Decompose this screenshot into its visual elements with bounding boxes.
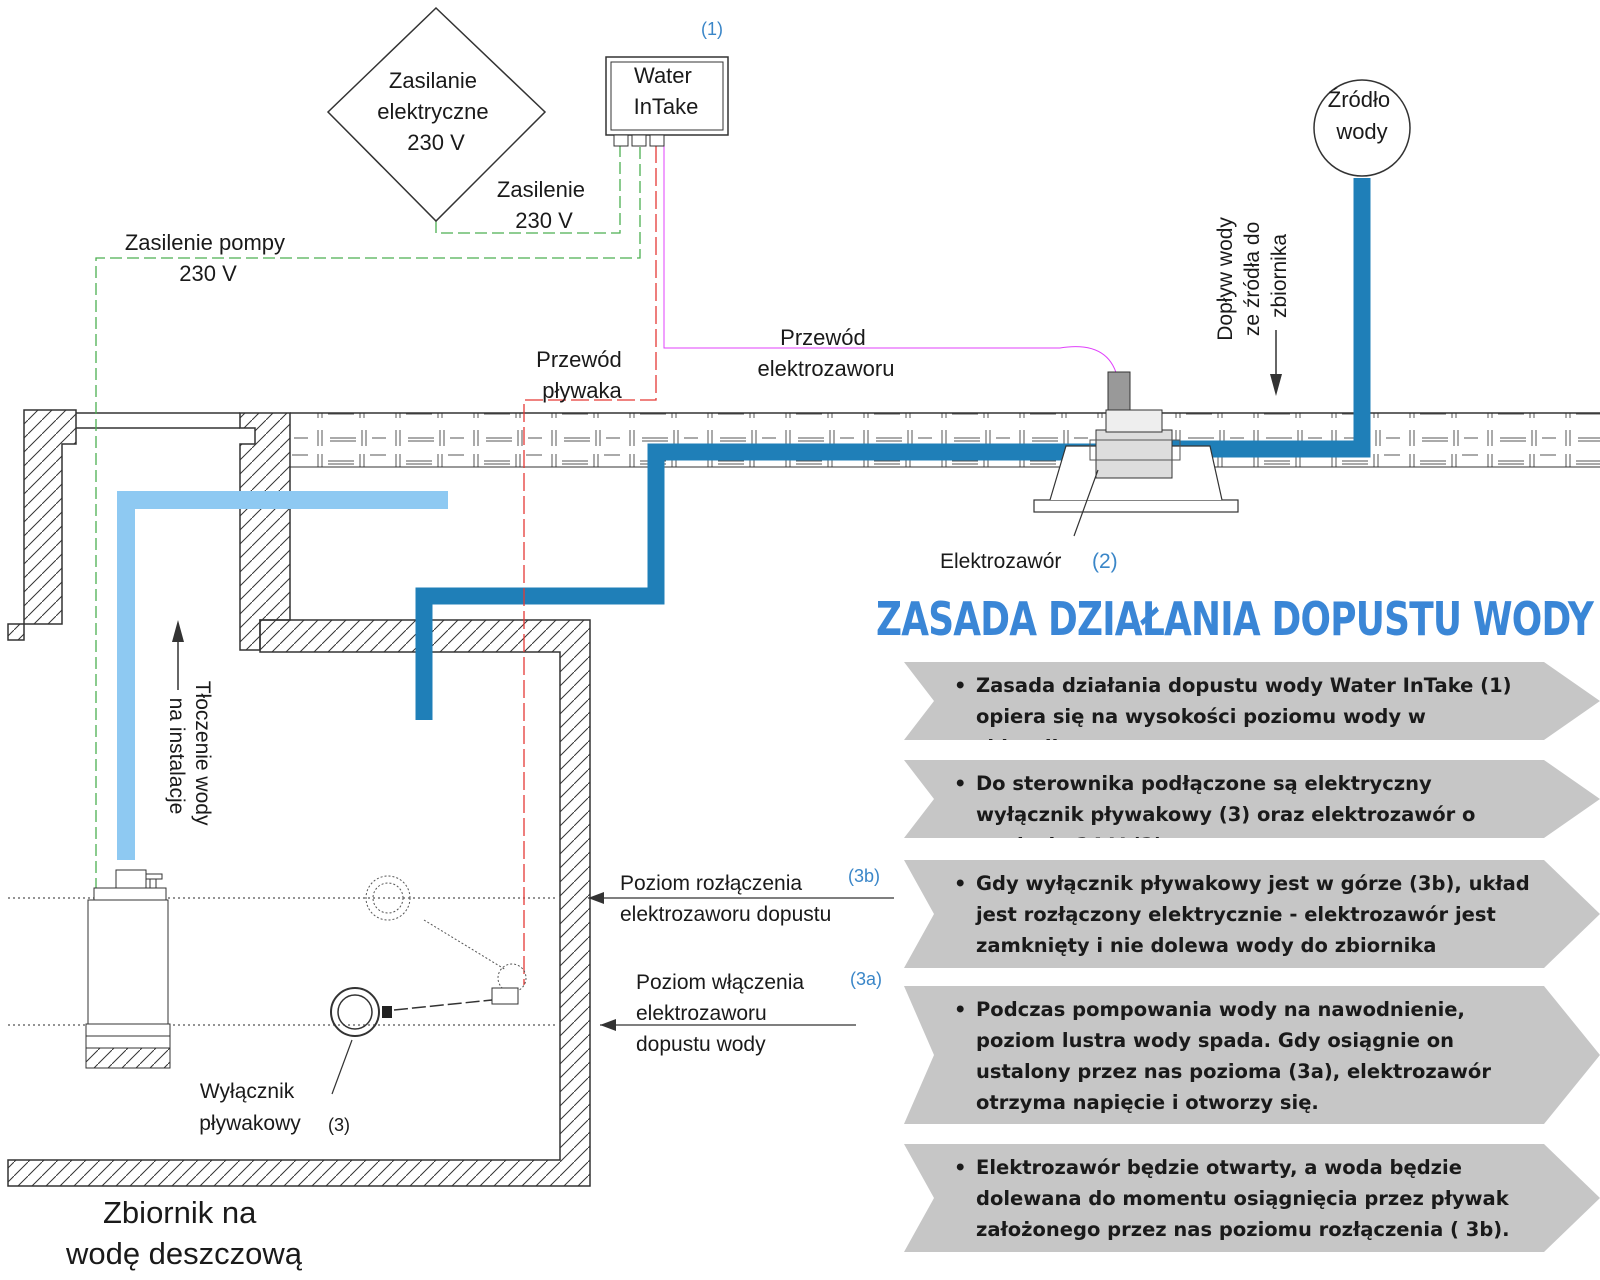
svg-text:(1): (1) — [701, 19, 723, 39]
svg-text:Zasilenie pompy 230 V: Zasilenie pompy 230 V — [125, 230, 291, 286]
solenoid-valve — [1033, 371, 1239, 513]
info-panel-5: Elektrozawór będzie otwarty, a woda będz… — [904, 1144, 1600, 1252]
pumping-arrow — [172, 620, 184, 690]
svg-text:Dopływ wody ze źródła do: Dopływ wody ze źródła do zbiornika — [1214, 211, 1291, 341]
info-panel-2: Do sterownika podłączone są elektryczny … — [904, 760, 1600, 838]
info-bullet-3: Gdy wyłącznik pływakowy jest w górze (3b… — [954, 868, 1600, 961]
svg-text:Przewód pływaka: Przewód pływaka — [536, 347, 628, 403]
svg-text:Zasilanie elektryczne: Zasilanie elektryczne 230 V — [377, 68, 494, 155]
svg-text:Poziom rozłączenia elektro: Poziom rozłączenia elektrozaworu dopustu — [620, 872, 831, 926]
info-panel-3: Gdy wyłącznik pływakowy jest w górze (3b… — [904, 860, 1600, 968]
info-bullet-4: Podczas pompowania wody na nawodnienie, … — [954, 994, 1600, 1118]
pump-delivery-pipe — [117, 491, 448, 860]
svg-text:(3): (3) — [328, 1115, 350, 1135]
svg-text:Tłoczenie wody na instalac: Tłoczenie wody na instalacje — [165, 681, 214, 832]
water-source-circle — [1313, 79, 1411, 177]
svg-text:(3a): (3a) — [850, 969, 882, 989]
tank-walls — [7, 619, 591, 1187]
svg-text:Źródło wody: Źródło wody — [1328, 87, 1396, 144]
svg-text:Elektrozawór: Elektrozawór — [940, 550, 1061, 573]
info-bullet-2: Do sterownika podłączone są elektryczny … — [954, 768, 1600, 838]
valve-wire-line — [663, 145, 1119, 381]
info-bullet-1: Zasada działania dopustu wody Water InTa… — [954, 670, 1600, 740]
svg-text:(3b): (3b) — [848, 866, 880, 886]
float-switch-up — [365, 875, 527, 993]
svg-text:Przewód elektrozaworu: Przewód elektrozaworu — [758, 325, 895, 381]
water-intake-controller — [605, 56, 729, 147]
inflow-pipe — [415, 443, 1100, 720]
on-level-arrow — [600, 1019, 856, 1031]
page-title: Zasada działania dopustu wody — [876, 592, 1594, 646]
info-bullet-5: Elektrozawór będzie otwarty, a woda będz… — [954, 1152, 1600, 1245]
float-wire-line — [523, 145, 657, 985]
svg-text:(2): (2) — [1092, 550, 1118, 573]
svg-text:Zasilenie 230 V: Zasilenie 230 V — [497, 177, 591, 233]
svg-text:Poziom włączenia elektroza: Poziom włączenia elektrozaworu dopustu w… — [636, 971, 810, 1056]
source-pipe — [1160, 178, 1371, 458]
float-switch-down — [330, 987, 519, 1037]
valve-leader — [1073, 469, 1099, 537]
controller-power-line — [435, 145, 621, 234]
power-supply-diamond — [326, 6, 547, 223]
manhole-walls — [7, 409, 291, 651]
pump-power-line — [95, 145, 641, 890]
svg-text:Water InTake: Water InTake — [634, 63, 699, 119]
off-level-arrow — [588, 892, 894, 904]
float-switch-leader — [331, 1039, 353, 1095]
inflow-arrow — [1270, 330, 1282, 396]
info-panel-4: Podczas pompowania wody na nawodnienie, … — [904, 986, 1600, 1124]
info-panel-1: Zasada działania dopustu wody Water InTa… — [904, 662, 1600, 740]
svg-text:Zbiornik na wodę deszczową: Zbiornik na wodę deszczową — [65, 1195, 303, 1271]
submersible-pump — [85, 869, 171, 1069]
svg-text:Wyłącznik pływakowy: Wyłącznik pływakowy — [199, 1080, 301, 1135]
